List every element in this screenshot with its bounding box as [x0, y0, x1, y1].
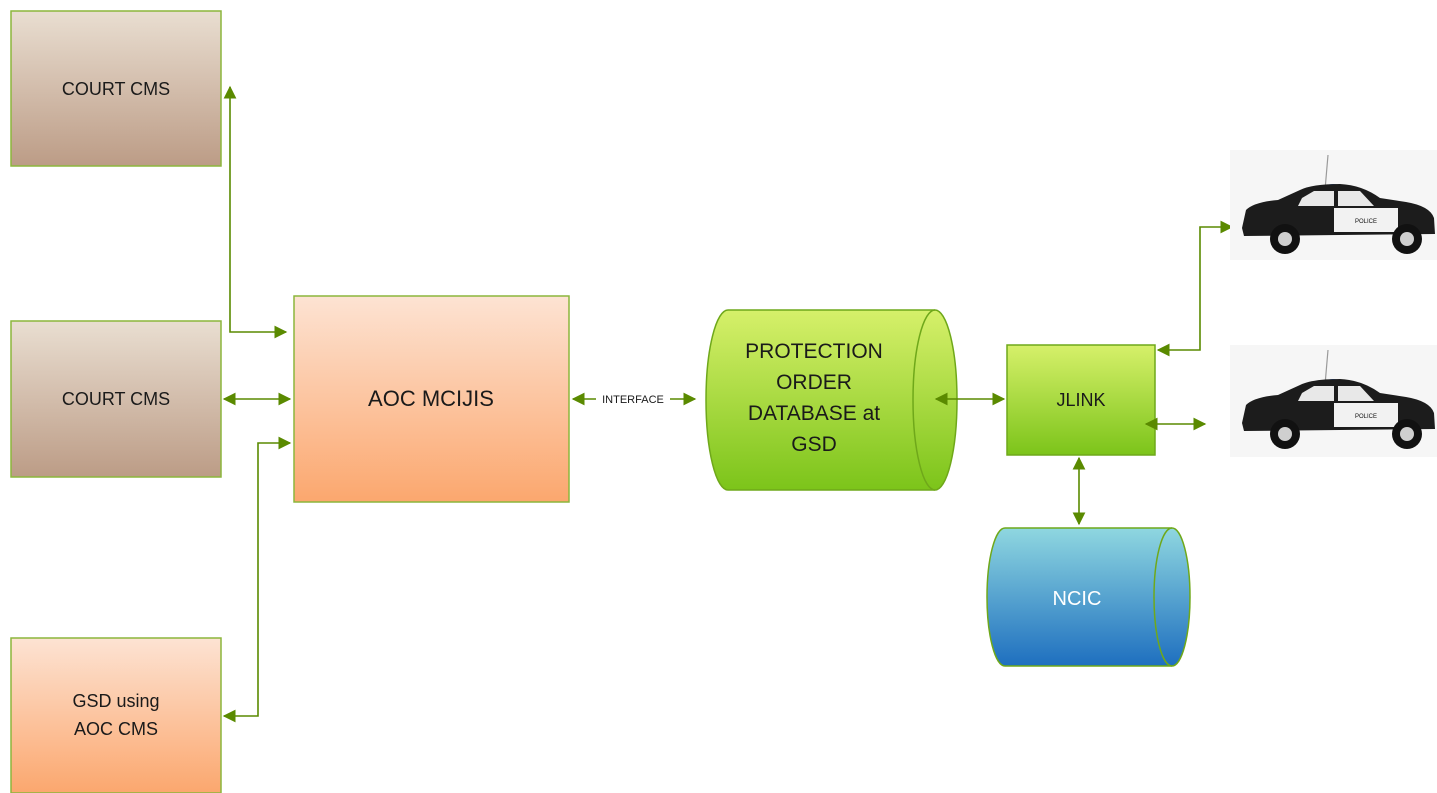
jlink-box: JLINK — [1006, 344, 1156, 456]
gsd-box: GSD using AOC CMS — [10, 637, 222, 793]
edge-gsd-aoc — [222, 436, 292, 723]
court-cms-top-box: COURT CMS — [10, 10, 222, 167]
pod-label-line-3: DATABASE at — [748, 402, 880, 425]
gsd-label-line-1: GSD using — [72, 691, 159, 711]
police-text-bottom: POLICE — [1355, 414, 1377, 420]
ncic-label: NCIC — [1053, 588, 1102, 610]
court-cms-top-label: COURT CMS — [62, 79, 170, 99]
ncic-database: NCIC — [986, 527, 1191, 667]
aoc-mcijis-label: AOC MCIJIS — [368, 386, 494, 411]
court-cms-mid-box: COURT CMS — [10, 320, 222, 478]
police-text-top: POLICE — [1355, 219, 1377, 225]
pod-label-line-2: ORDER — [776, 371, 852, 394]
jlink-label: JLINK — [1056, 390, 1105, 410]
edge-jlink-car-top — [1156, 220, 1234, 357]
gsd-label-line-2: AOC CMS — [74, 719, 158, 739]
pod-label-line-4: GSD — [791, 433, 837, 456]
court-cms-mid-label: COURT CMS — [62, 389, 170, 409]
connectors: INTERFACE — [222, 85, 1234, 723]
pod-label-line-1: PROTECTION — [745, 340, 883, 363]
edge-court-top-aoc — [223, 85, 288, 339]
police-car-bottom-icon: POLICE — [1230, 345, 1437, 457]
interface-label: INTERFACE — [602, 394, 664, 406]
aoc-mcijis-box: AOC MCIJIS — [293, 295, 570, 503]
police-car-top-icon: POLICE — [1230, 150, 1437, 260]
protection-order-database: PROTECTION ORDER DATABASE at GSD — [705, 309, 958, 491]
